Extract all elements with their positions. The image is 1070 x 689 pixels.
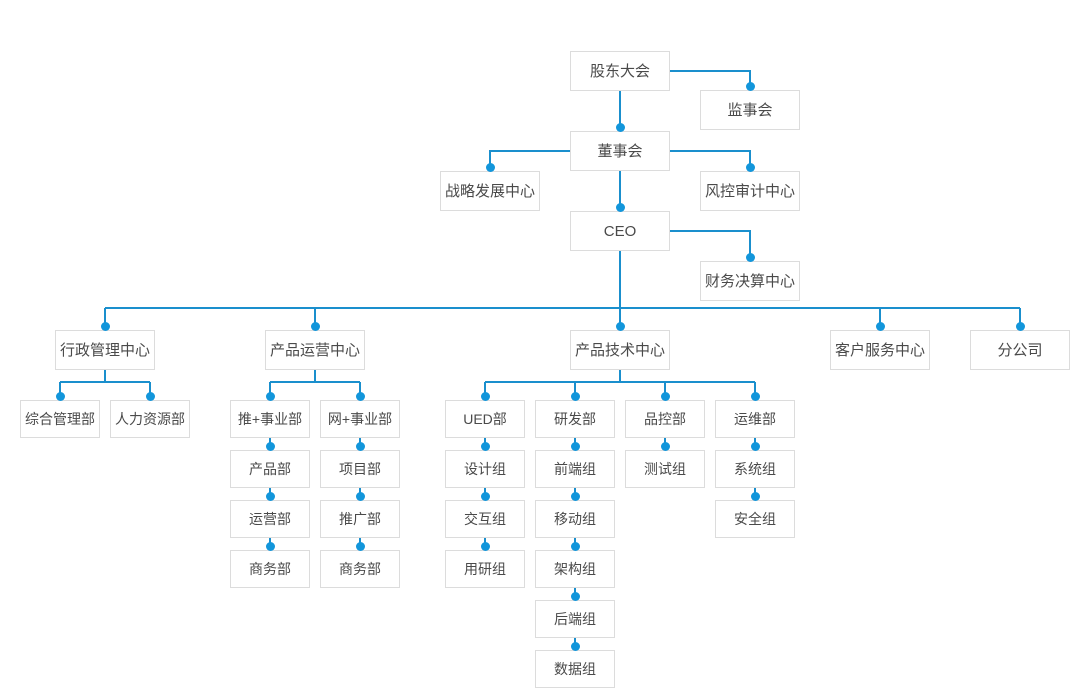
org-node-shareholders[interactable]: 股东大会 — [570, 51, 670, 91]
connector-dot — [355, 541, 365, 551]
connector-dot — [355, 441, 365, 451]
connector-line — [489, 150, 570, 167]
connector-dot — [55, 391, 65, 401]
org-node-rd[interactable]: 研发部 — [535, 400, 615, 438]
connector-line — [484, 370, 756, 396]
org-node-projdept[interactable]: 项目部 — [320, 450, 400, 488]
org-node-ued[interactable]: UED部 — [445, 400, 525, 438]
org-node-prodept[interactable]: 产品部 — [230, 450, 310, 488]
org-node-riskaudit[interactable]: 风控审计中心 — [700, 171, 800, 211]
connector-line — [104, 251, 1021, 326]
org-node-strategy[interactable]: 战略发展中心 — [440, 171, 540, 211]
connector-dot — [100, 321, 110, 331]
org-node-admin[interactable]: 行政管理中心 — [55, 330, 155, 370]
connector-dot — [615, 122, 625, 132]
connector-dot — [480, 491, 490, 501]
org-node-arch[interactable]: 架构组 — [535, 550, 615, 588]
org-node-ops[interactable]: 运维部 — [715, 400, 795, 438]
connector-dot — [745, 81, 755, 91]
org-node-board[interactable]: 董事会 — [570, 131, 670, 171]
connector-dot — [570, 541, 580, 551]
org-node-test[interactable]: 测试组 — [625, 450, 705, 488]
org-node-mobile[interactable]: 移动组 — [535, 500, 615, 538]
connector-dot — [570, 391, 580, 401]
connector-dot — [1015, 321, 1025, 331]
connector-dot — [355, 491, 365, 501]
connector-dot — [875, 321, 885, 331]
connector-dot — [660, 391, 670, 401]
connector-dot — [480, 441, 490, 451]
connector-dot — [615, 202, 625, 212]
connector-dot — [355, 391, 365, 401]
org-node-system[interactable]: 系统组 — [715, 450, 795, 488]
org-node-tui[interactable]: 推+事业部 — [230, 400, 310, 438]
org-node-prodtech[interactable]: 产品技术中心 — [570, 330, 670, 370]
org-node-opsdept[interactable]: 运营部 — [230, 500, 310, 538]
org-node-hr[interactable]: 人力资源部 — [110, 400, 190, 438]
org-node-interact[interactable]: 交互组 — [445, 500, 525, 538]
org-node-data[interactable]: 数据组 — [535, 650, 615, 688]
connector-line — [670, 230, 751, 257]
org-node-design[interactable]: 设计组 — [445, 450, 525, 488]
connector-dot — [145, 391, 155, 401]
connector-dot — [265, 391, 275, 401]
org-node-backend[interactable]: 后端组 — [535, 600, 615, 638]
connector-dot — [570, 441, 580, 451]
org-node-security[interactable]: 安全组 — [715, 500, 795, 538]
org-node-ceo[interactable]: CEO — [570, 211, 670, 251]
connector-dot — [750, 441, 760, 451]
org-node-general[interactable]: 综合管理部 — [20, 400, 100, 438]
org-node-branch[interactable]: 分公司 — [970, 330, 1070, 370]
connector-dot — [745, 252, 755, 262]
connector-dot — [570, 491, 580, 501]
connector-dot — [745, 162, 755, 172]
connector-line — [670, 150, 751, 167]
org-node-bizdept2[interactable]: 商务部 — [320, 550, 400, 588]
connector-dot — [570, 641, 580, 651]
org-node-finance[interactable]: 财务决算中心 — [700, 261, 800, 301]
org-node-service[interactable]: 客户服务中心 — [830, 330, 930, 370]
org-node-promodept[interactable]: 推广部 — [320, 500, 400, 538]
connector-line — [269, 370, 361, 396]
org-node-frontend[interactable]: 前端组 — [535, 450, 615, 488]
connector-line — [59, 370, 151, 396]
connector-dot — [615, 321, 625, 331]
org-node-qa[interactable]: 品控部 — [625, 400, 705, 438]
connector-dot — [480, 541, 490, 551]
org-node-research[interactable]: 用研组 — [445, 550, 525, 588]
connector-dot — [265, 541, 275, 551]
connector-dot — [750, 491, 760, 501]
org-node-wang[interactable]: 网+事业部 — [320, 400, 400, 438]
org-node-supervisory[interactable]: 监事会 — [700, 90, 800, 130]
connector-dot — [750, 391, 760, 401]
connector-dot — [265, 491, 275, 501]
connector-dot — [570, 591, 580, 601]
connector-dot — [485, 162, 495, 172]
org-node-prodops[interactable]: 产品运营中心 — [265, 330, 365, 370]
connector-dot — [310, 321, 320, 331]
connector-dot — [265, 441, 275, 451]
connector-dot — [480, 391, 490, 401]
connector-dot — [660, 441, 670, 451]
org-node-bizdept1[interactable]: 商务部 — [230, 550, 310, 588]
